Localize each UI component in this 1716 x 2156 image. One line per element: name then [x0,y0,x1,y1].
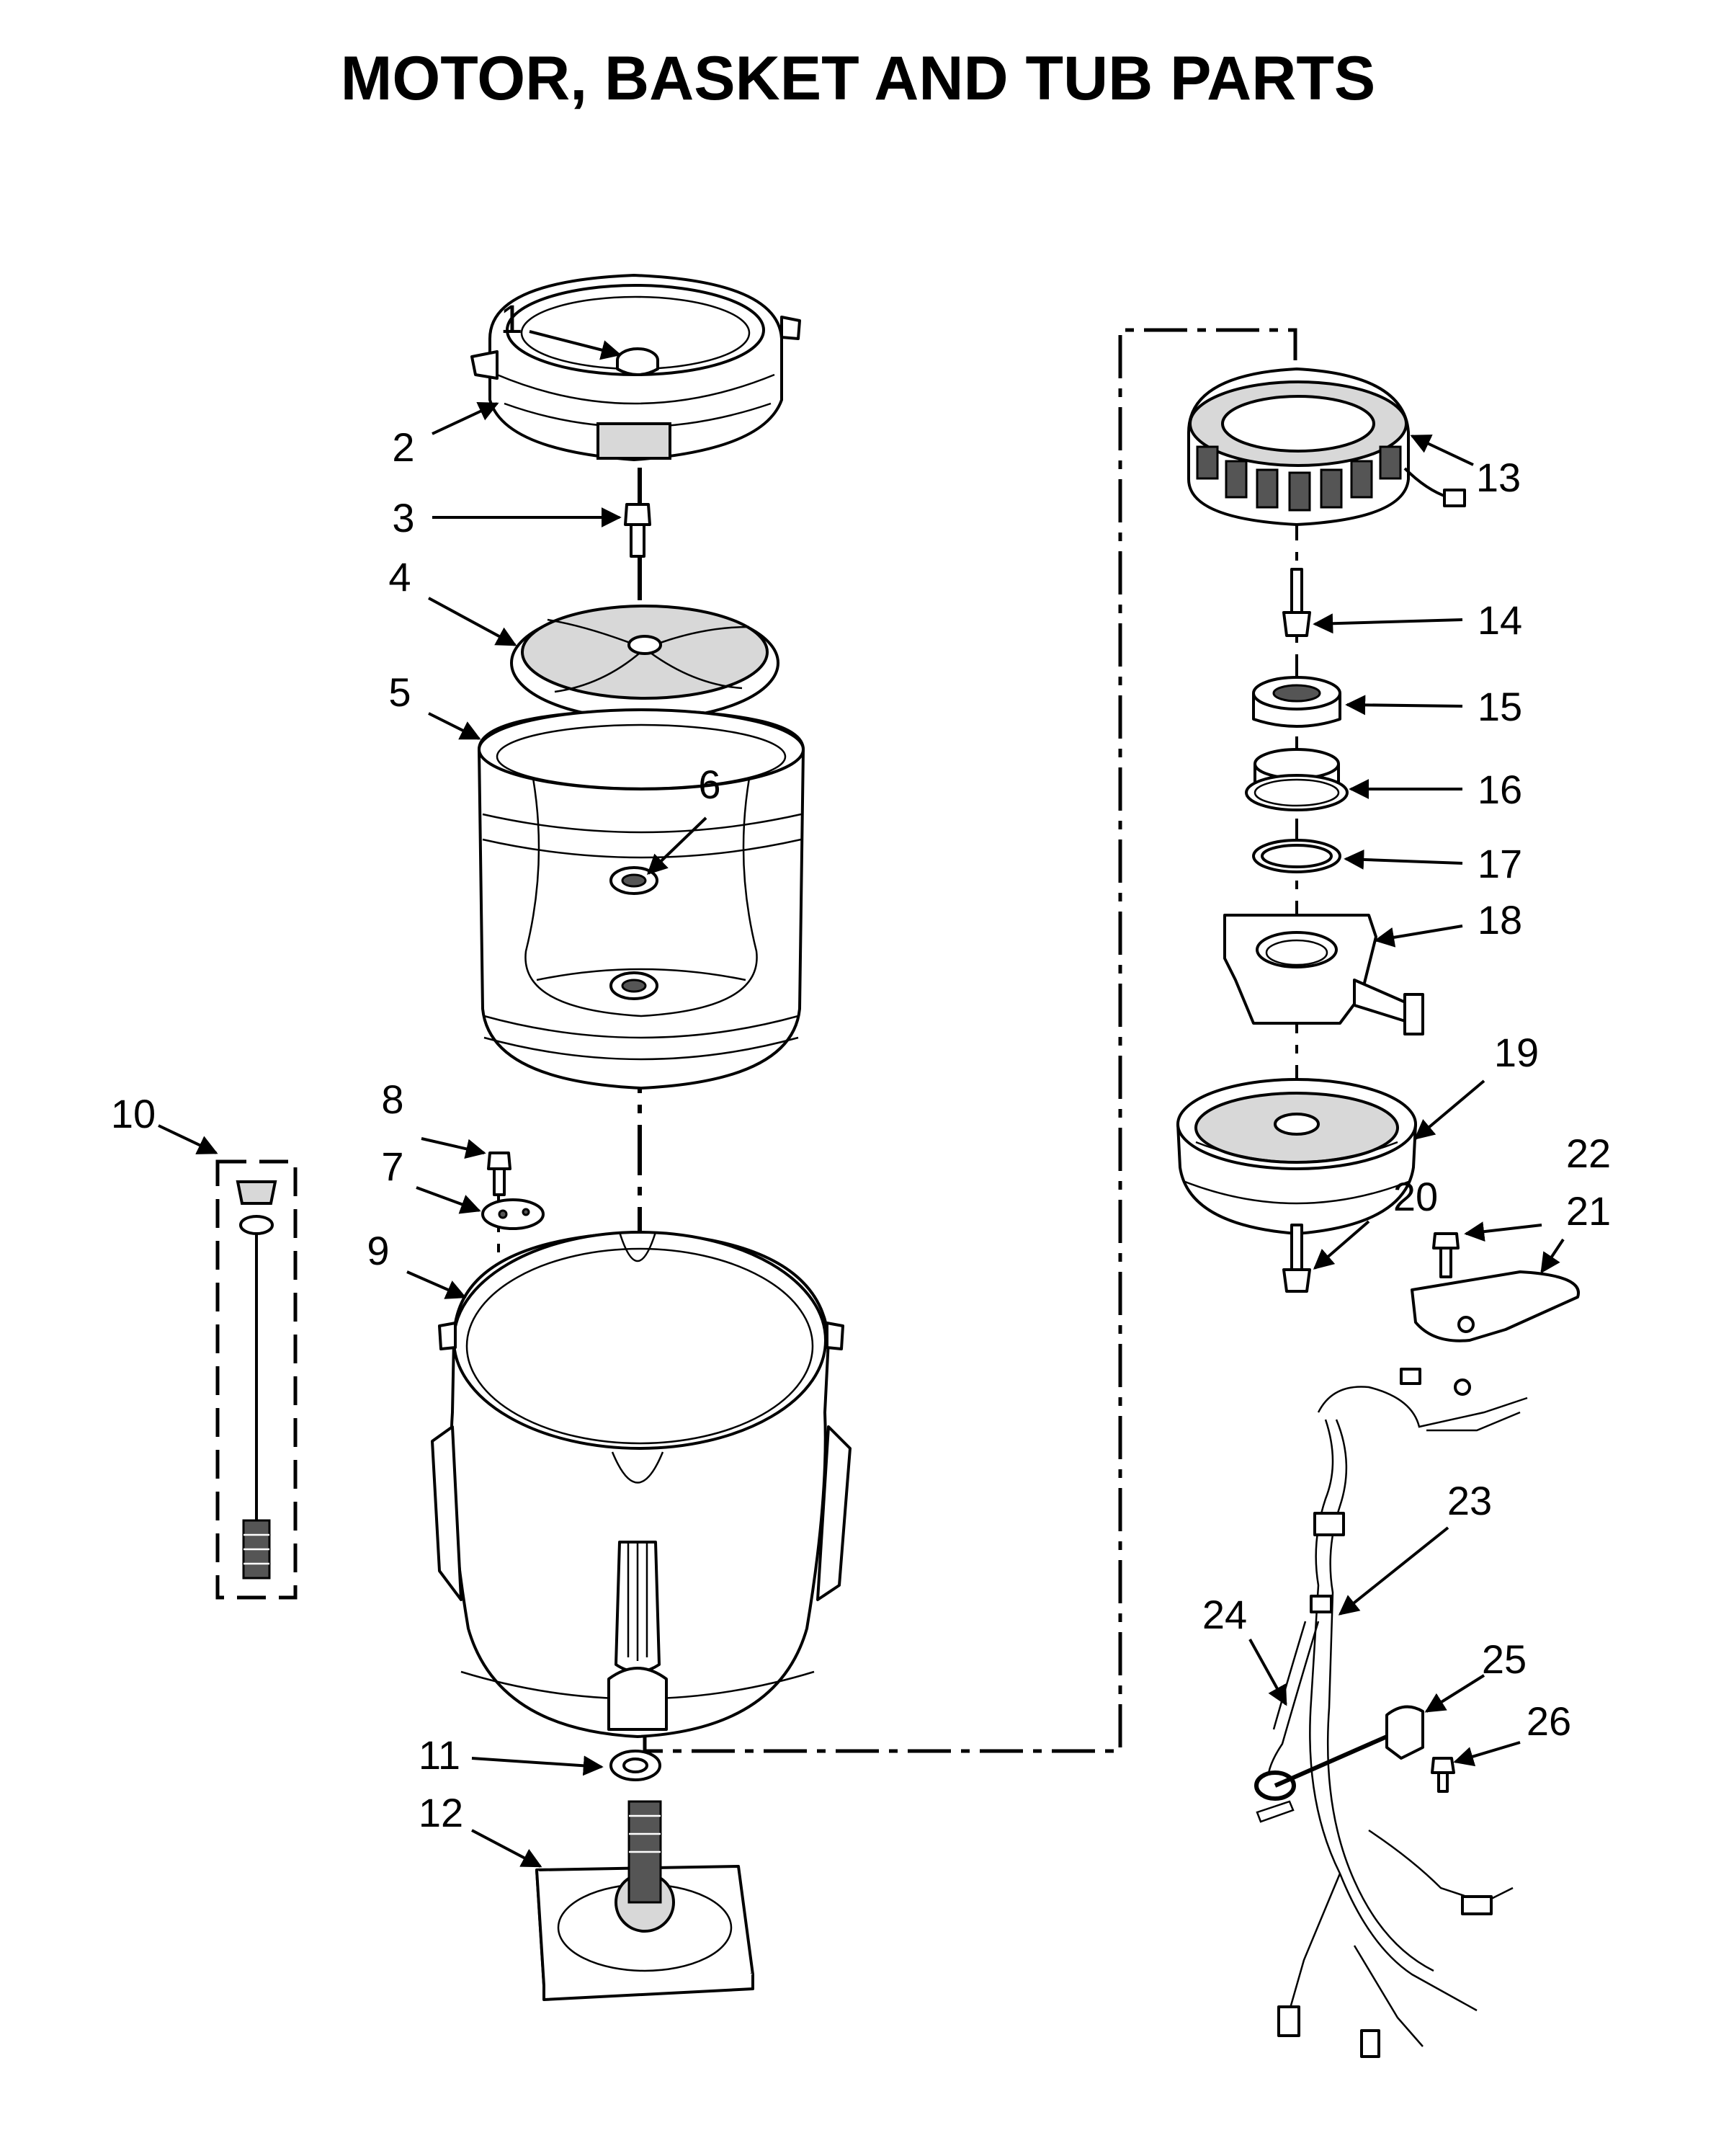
retaining-ring[interactable] [1252,839,1341,873]
callout-26: 26 [1527,1698,1571,1744]
screw[interactable] [487,1152,511,1196]
basket[interactable] [478,708,805,1090]
motor-mount-bracket[interactable] [1223,914,1424,1035]
callout-5: 5 [388,669,411,715]
callout-20: 20 [1393,1174,1438,1219]
callout-24: 24 [1202,1592,1247,1637]
clip-screw[interactable] [1431,1757,1455,1793]
callout-21: 21 [1566,1188,1611,1234]
shield[interactable] [1411,1270,1580,1342]
bearing-housing[interactable] [1245,748,1349,811]
washer-plate[interactable] [481,1198,545,1230]
gearcase-mounting-plate[interactable] [535,1800,754,2001]
callout-16: 16 [1478,767,1522,812]
callout-1: 1 [500,296,522,342]
callout-15: 15 [1478,684,1522,729]
rotor-bolt[interactable] [1282,1224,1311,1293]
basket-hub[interactable] [609,866,658,1000]
suspension-rod-kit[interactable] [236,1180,277,1580]
callout-22: 22 [1566,1131,1611,1176]
assembly-route-line [643,328,1297,1753]
clip[interactable] [1274,1705,1424,1788]
callout-labels: 1 2 3 4 5 6 7 8 9 10 11 12 13 14 15 16 1… [111,296,1611,1835]
callout-13: 13 [1476,455,1521,500]
callout-7: 7 [381,1144,403,1189]
callout-19: 19 [1494,1030,1539,1075]
callout-17: 17 [1478,841,1522,886]
callout-leaders [158,330,1565,1868]
page-title: MOTOR, BASKET AND TUB PARTS [341,44,1376,113]
seal[interactable] [609,1750,661,1781]
bolt[interactable] [624,503,651,558]
outer-tub[interactable] [431,1231,852,1738]
rotor[interactable] [1176,1078,1417,1235]
callout-8: 8 [381,1077,403,1122]
bearing[interactable] [1252,676,1341,728]
basket-cap[interactable] [616,347,659,376]
callout-2: 2 [392,424,414,470]
callout-25: 25 [1482,1636,1527,1682]
suspension-rod-kit-box [215,1159,298,1600]
stator-bolt[interactable] [1282,568,1311,637]
hose[interactable] [1254,1621,1320,1823]
callout-14: 14 [1478,597,1522,643]
callout-4: 4 [388,554,411,600]
stator[interactable] [1187,368,1466,526]
shield-screw[interactable] [1432,1232,1460,1278]
callout-9: 9 [367,1228,389,1273]
callout-6: 6 [698,762,720,807]
impeller[interactable] [510,605,779,721]
callout-18: 18 [1478,897,1522,943]
wire-harness[interactable] [1277,1368,1528,2058]
callout-23: 23 [1447,1478,1492,1523]
callout-10: 10 [111,1091,156,1136]
callout-12: 12 [419,1790,463,1835]
callout-3: 3 [392,495,414,540]
balance-ring[interactable] [470,274,801,461]
callout-11: 11 [419,1732,460,1778]
